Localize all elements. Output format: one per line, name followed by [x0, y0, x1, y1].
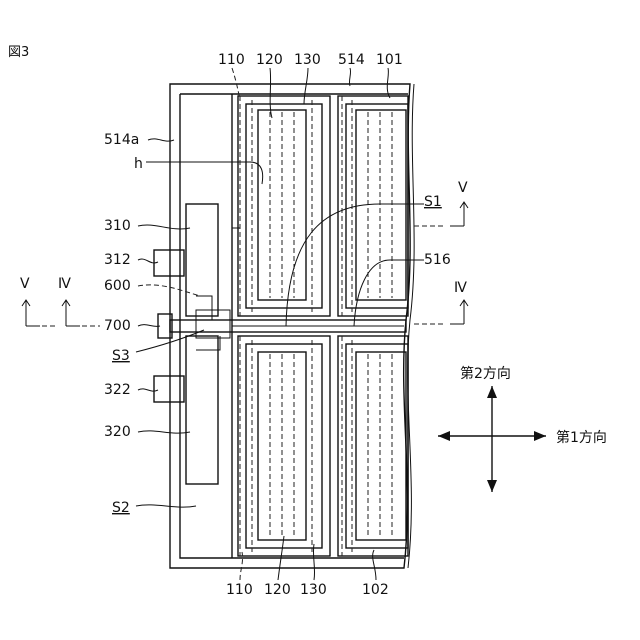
label-s1: S1	[424, 194, 442, 210]
leader-h	[146, 162, 263, 184]
direction-second-label: 第2方向	[460, 365, 511, 382]
label-110-bottom: 110	[226, 582, 253, 598]
section-arrow-v-right	[450, 202, 468, 226]
direction-arrows	[438, 386, 546, 492]
label-h: h	[134, 156, 143, 172]
leader-700	[138, 325, 160, 327]
section-arrow-iv-right	[450, 300, 468, 324]
label-101: 101	[376, 52, 403, 68]
leader-310	[138, 225, 190, 229]
leader-322	[138, 389, 158, 391]
leader-312	[138, 259, 158, 263]
section-v-left: V	[20, 276, 30, 292]
block-320	[186, 336, 218, 484]
small-bracket	[232, 228, 240, 240]
block-310	[186, 204, 218, 316]
section-arrow-v-left	[22, 300, 40, 326]
label-322: 322	[104, 382, 131, 398]
leader-102	[373, 550, 376, 580]
cell-top-left	[238, 96, 330, 316]
label-102: 102	[362, 582, 389, 598]
label-130-bottom: 130	[300, 582, 327, 598]
cell-bottom-right	[338, 336, 408, 556]
cell-bottom-left	[238, 336, 330, 556]
label-514: 514	[338, 52, 365, 68]
leader-600	[138, 285, 200, 296]
label-130-top: 130	[294, 52, 321, 68]
figure-number: 図3	[8, 45, 29, 60]
leader-s2	[136, 505, 196, 507]
label-516: 516	[424, 252, 451, 268]
section-arrow-iv-left	[62, 300, 80, 326]
label-700: 700	[104, 318, 131, 334]
cell-top-right	[338, 96, 408, 316]
connector-s3	[196, 310, 230, 338]
leader-130-bottom	[313, 544, 314, 580]
label-s3: S3	[112, 348, 130, 364]
leader-130-top	[304, 68, 308, 104]
label-110-top: 110	[218, 52, 245, 68]
section-v-right: V	[458, 180, 468, 196]
label-s2: S2	[112, 500, 130, 516]
label-320: 320	[104, 424, 131, 440]
label-120-top: 120	[256, 52, 283, 68]
direction-first-label: 第1方向	[556, 429, 607, 446]
label-120-bottom: 120	[264, 582, 291, 598]
label-514a: 514a	[104, 132, 139, 148]
leader-320	[138, 431, 190, 433]
label-600: 600	[104, 278, 131, 294]
section-iv-left: Ⅳ	[58, 276, 71, 292]
section-iv-right: Ⅳ	[454, 280, 467, 296]
label-310: 310	[104, 218, 131, 234]
label-312: 312	[104, 252, 131, 268]
